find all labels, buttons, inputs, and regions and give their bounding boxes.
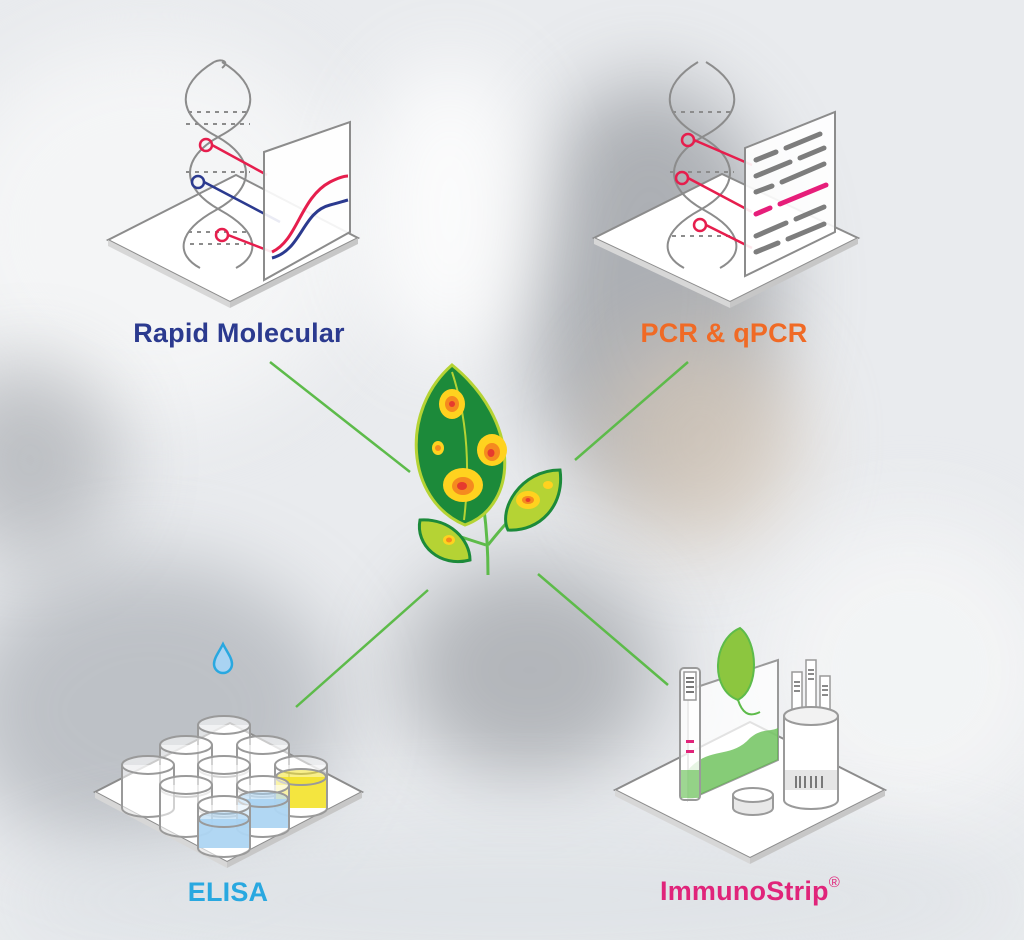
elisa-illustration	[92, 641, 365, 868]
droplet-icon	[212, 641, 234, 675]
qpcr-curve-panel-icon	[263, 120, 351, 282]
rapid-molecular-illustration	[105, 59, 361, 308]
pcr-qpcr-label: PCR & qPCR	[640, 318, 808, 348]
disease-spots	[432, 389, 553, 545]
pcr-illustration	[591, 61, 861, 308]
connector-pcr	[574, 361, 689, 461]
immunostrip-label-text: ImmunoStrip	[660, 876, 829, 906]
immunostrip-label: ImmunoStrip®	[655, 874, 845, 907]
registered-mark: ®	[828, 874, 840, 891]
connector-elisa	[295, 589, 429, 708]
immunostrip-kit-icon	[679, 626, 839, 816]
connector-lines	[269, 361, 689, 708]
rapid-molecular-label: Rapid Molecular	[133, 318, 345, 348]
elisa-well-plate-icon	[121, 715, 328, 858]
connector-immunostrip	[537, 573, 669, 686]
infected-plant-icon	[414, 363, 563, 576]
gel-band-panel-icon	[744, 110, 836, 278]
immunostrip-illustration	[612, 626, 888, 864]
connector-rapid-molecular	[269, 361, 411, 473]
elisa-label: ELISA	[187, 877, 269, 907]
dna-helix-icon	[182, 59, 254, 269]
